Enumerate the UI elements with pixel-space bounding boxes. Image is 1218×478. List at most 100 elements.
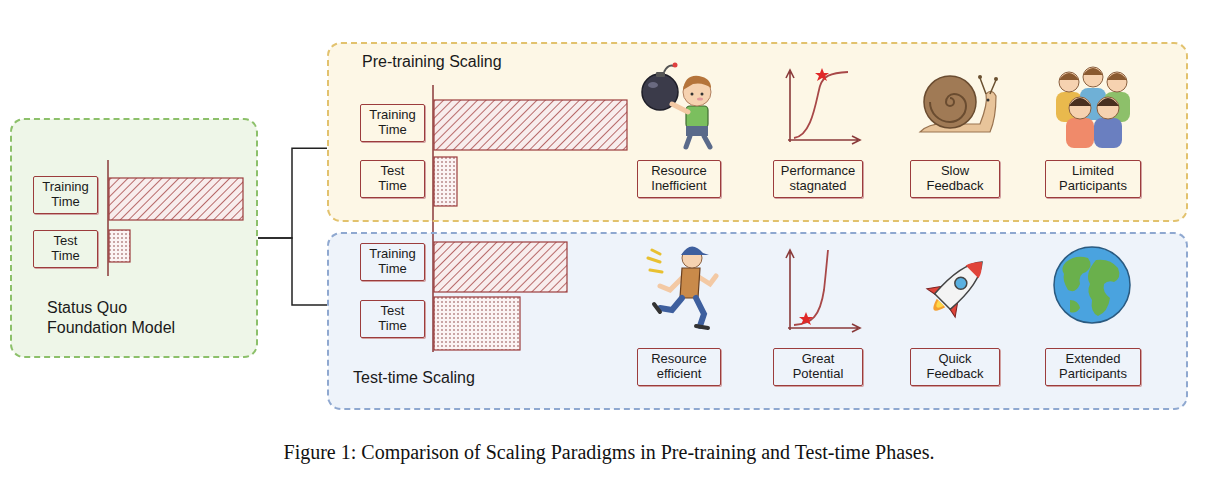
potential-curve-icon xyxy=(786,250,860,332)
box-label: Test Time xyxy=(365,304,420,334)
snail-icon-part xyxy=(924,76,976,128)
people-group-icon-part xyxy=(1069,98,1119,106)
stagnated-curve-icon-part xyxy=(815,68,829,81)
rocket-icon xyxy=(920,248,996,324)
trait-label-box: Great Potential xyxy=(773,348,863,386)
runner-icon-part xyxy=(654,304,708,328)
box-label: Performance stagnated xyxy=(778,164,858,194)
axis-label-box: Training Time xyxy=(33,176,98,214)
bomb-kid-icon-part xyxy=(686,136,710,147)
status-quo-bars-part xyxy=(109,230,130,262)
pretraining-panel: Pre-training ScalingTraining TimeTest Ti… xyxy=(327,42,1188,222)
box-label: Slow Feedback xyxy=(915,164,995,194)
box-label: Training Time xyxy=(365,247,420,277)
testtime-panel: Test-time Scaling Training TimeTest TimeR… xyxy=(327,232,1188,410)
trait-label-box: Performance stagnated xyxy=(773,160,863,198)
box-label: Resource Inefficient xyxy=(642,164,716,194)
people-group-icon-part xyxy=(1066,118,1094,148)
axis-label-box: Test Time xyxy=(360,300,425,338)
trait-label-box: Extended Participants xyxy=(1045,348,1141,386)
bomb-kid-icon xyxy=(642,63,711,148)
box-label: Quick Feedback xyxy=(915,352,995,382)
status-quo-bars-part xyxy=(109,178,243,220)
testtime-bars xyxy=(434,242,567,350)
potential-curve-icon-part xyxy=(799,312,813,325)
panel-title: Status Quo Foundation Model xyxy=(47,298,187,338)
panel-title: Pre-training Scaling xyxy=(362,52,662,72)
bomb-kid-icon-part xyxy=(664,66,674,72)
globe-icon-part xyxy=(1054,247,1130,323)
scaling-axis xyxy=(433,85,434,352)
bomb-kid-icon-part xyxy=(683,76,711,90)
bracket-connector xyxy=(258,238,327,305)
box-label: Test Time xyxy=(38,234,93,264)
box-label: Limited Participants xyxy=(1050,164,1136,194)
bomb-kid-icon-part xyxy=(697,98,703,101)
bomb-kid-icon-part xyxy=(701,93,704,96)
people-group-icon-part xyxy=(1059,68,1127,80)
bomb-kid-icon-part xyxy=(672,104,688,112)
box-label: Training Time xyxy=(38,180,93,210)
axis-label-box: Training Time xyxy=(360,243,425,281)
bomb-kid-icon-part xyxy=(656,72,665,77)
stagnated-curve-icon-part xyxy=(794,72,848,138)
snail-icon-part xyxy=(930,94,966,122)
runner-icon-part xyxy=(696,298,704,326)
stagnated-curve-icon-part xyxy=(786,70,794,142)
box-label: Training Time xyxy=(365,108,420,138)
trait-label-box: Quick Feedback xyxy=(910,348,1000,386)
globe-icon-part xyxy=(1088,260,1119,316)
box-label: Resource efficient xyxy=(642,352,716,382)
globe-icon-part xyxy=(1062,257,1090,291)
axis-label-box: Test Time xyxy=(33,230,98,268)
box-label: Extended Participants xyxy=(1050,352,1136,382)
runner-icon-part xyxy=(681,246,709,255)
box-label: Great Potential xyxy=(778,352,858,382)
runner-icon-part xyxy=(680,268,700,298)
trait-label-box: Resource efficient xyxy=(637,348,721,386)
snail-icon-part xyxy=(987,99,990,102)
trait-label-box: Limited Participants xyxy=(1045,160,1141,198)
runner-icon-part xyxy=(648,250,662,272)
pretraining-bars-part xyxy=(434,157,457,206)
stagnated-curve-icon xyxy=(786,68,860,144)
potential-curve-icon-part xyxy=(794,250,828,325)
globe-icon-part xyxy=(1070,300,1080,313)
trait-label-box: Resource Inefficient xyxy=(637,160,721,198)
rocket-icon-part xyxy=(934,254,990,310)
people-group-icon-part xyxy=(1094,118,1122,148)
rocket-icon-part xyxy=(952,275,969,292)
snail-icon-part xyxy=(978,75,982,79)
panel-fill xyxy=(328,233,1187,409)
runner-icon-part xyxy=(660,298,682,310)
box-label: Test Time xyxy=(365,164,420,194)
snail-icon-part xyxy=(980,78,996,94)
figure-caption: Figure 1: Comparison of Scaling Paradigm… xyxy=(0,440,1218,464)
globe-icon xyxy=(1054,247,1130,323)
people-group-icon xyxy=(1056,67,1130,148)
axis-label-box: Training Time xyxy=(360,104,425,142)
rocket-icon-part xyxy=(966,256,989,279)
panel-fill xyxy=(11,119,257,357)
bomb-kid-icon-part xyxy=(673,63,678,68)
panel-fill xyxy=(328,43,1187,221)
potential-curve-icon-part xyxy=(786,250,794,330)
pretraining-bars-part xyxy=(434,100,627,150)
trait-label-box: Slow Feedback xyxy=(910,160,1000,198)
testtime-bars-part xyxy=(434,297,520,350)
runner-icon xyxy=(648,246,716,328)
axis-label-box: Test Time xyxy=(360,160,425,198)
bomb-kid-icon-part xyxy=(648,82,658,88)
pretraining-bars xyxy=(434,100,627,206)
panel-title: Test-time Scaling xyxy=(353,368,653,388)
bracket-connector xyxy=(258,148,327,238)
status-quo-bars xyxy=(108,160,243,276)
snail-icon-part xyxy=(994,77,998,81)
bomb-kid-icon-part xyxy=(691,93,694,96)
testtime-bars-part xyxy=(434,242,567,292)
